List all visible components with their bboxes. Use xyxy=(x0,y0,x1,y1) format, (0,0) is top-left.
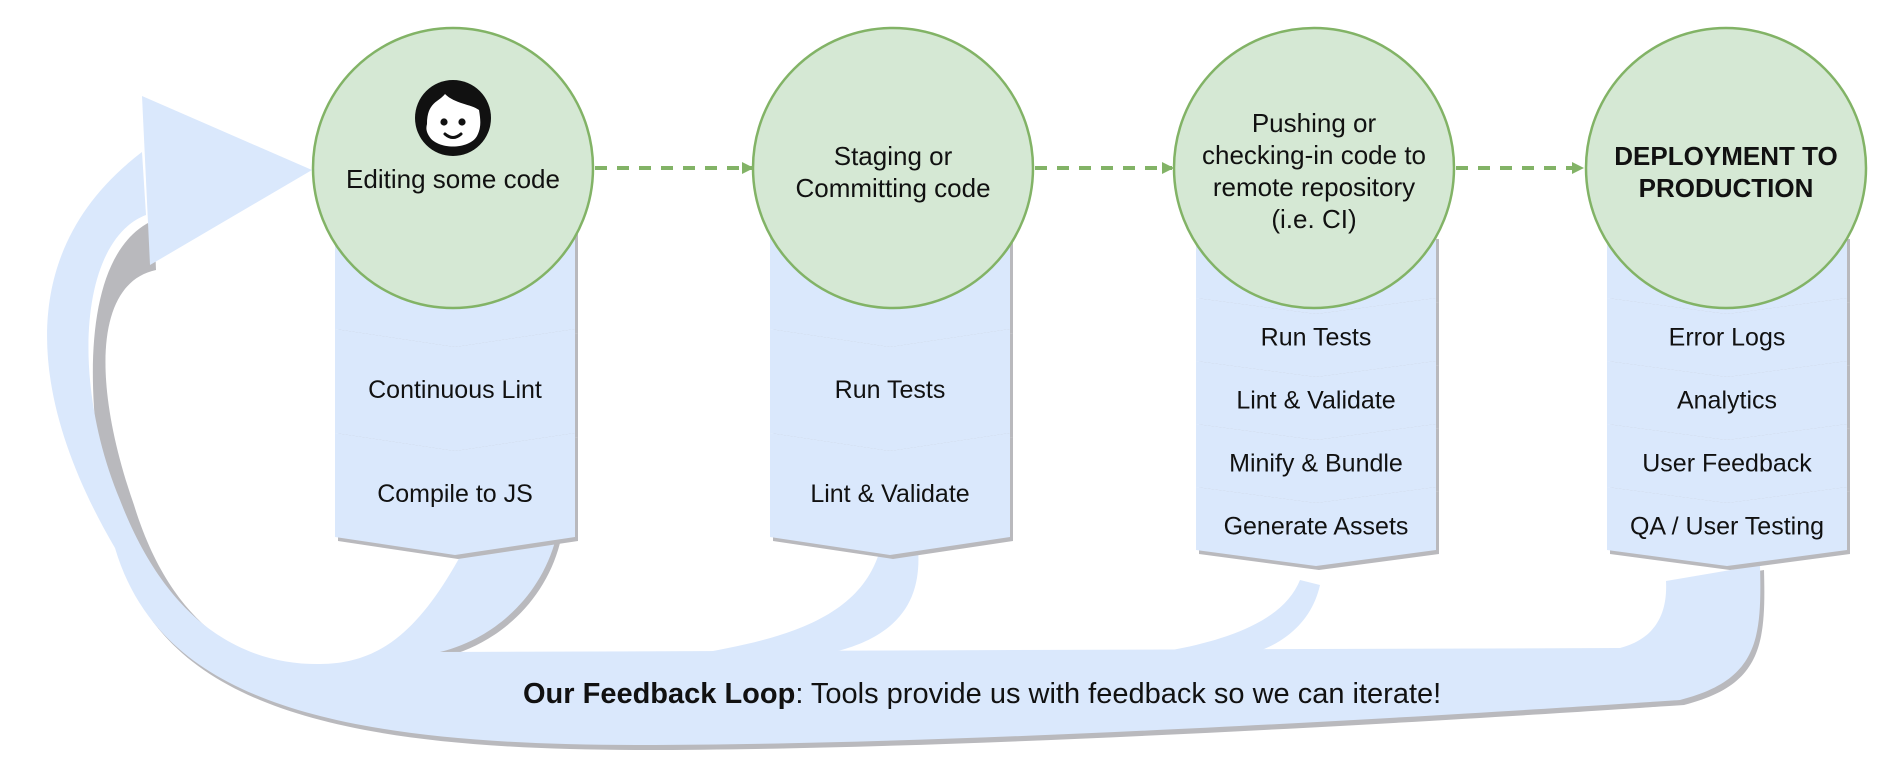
stage-circle-2 xyxy=(751,26,1035,310)
step-label-2-1: Run Tests xyxy=(835,376,946,404)
footer-bold: Our Feedback Loop xyxy=(523,678,795,710)
step-label-4-4: QA / User Testing xyxy=(1630,513,1824,541)
stack-segment xyxy=(770,329,1010,451)
stage-title-line: PRODUCTION xyxy=(1639,173,1814,203)
stack-segment xyxy=(1196,424,1436,503)
step-label-3-4: Generate Assets xyxy=(1224,513,1409,541)
loop-band xyxy=(47,152,1761,745)
stack-segment xyxy=(335,329,575,451)
face-icon xyxy=(415,80,491,156)
loop-tail-stage-3 xyxy=(1100,580,1320,660)
stage-title-line: DEPLOYMENT TO xyxy=(1614,141,1837,171)
footer-rest: : Tools provide us with feedback so we c… xyxy=(795,678,1441,710)
step-label-3-2: Lint & Validate xyxy=(1236,387,1395,415)
stage-title-line: Committing code xyxy=(795,173,990,203)
stack-segment xyxy=(1196,487,1436,566)
step-label-1-2: Compile to JS xyxy=(377,480,533,508)
stage-title-line: remote repository xyxy=(1213,172,1415,202)
stage-title-1: Editing some code xyxy=(346,164,560,194)
stack-segment xyxy=(1607,424,1847,503)
stack-segment xyxy=(1607,361,1847,440)
stage-circle-1 xyxy=(311,26,595,310)
stage-title-line: Editing some code xyxy=(346,164,560,194)
stage-title-line: (i.e. CI) xyxy=(1271,204,1356,234)
stage-title-line: checking-in code to xyxy=(1202,140,1426,170)
footer-caption: Our Feedback Loop: Tools provide us with… xyxy=(523,678,1441,710)
stack-segment xyxy=(1607,487,1847,566)
stack-segment xyxy=(335,433,575,555)
feedback-loop-band xyxy=(47,96,1765,750)
step-label-3-1: Run Tests xyxy=(1261,324,1372,352)
stack-segment xyxy=(1607,298,1847,377)
stack-segment xyxy=(770,433,1010,555)
stage-circle-4 xyxy=(1584,26,1868,310)
loop-tail-stage-2 xyxy=(690,548,919,655)
step-label-3-3: Minify & Bundle xyxy=(1229,450,1403,478)
step-label-1-1: Continuous Lint xyxy=(368,376,542,404)
stage-title-line: Staging or xyxy=(834,141,953,171)
loop-band-shadow xyxy=(92,220,1765,750)
step-label-4-3: User Feedback xyxy=(1642,450,1812,478)
step-label-4-1: Error Logs xyxy=(1669,324,1786,352)
step-label-2-2: Lint & Validate xyxy=(810,480,969,508)
stack-segment xyxy=(1196,298,1436,377)
step-label-4-2: Analytics xyxy=(1677,387,1777,415)
stage-circle-3 xyxy=(1172,26,1456,310)
stage-title-line: Pushing or xyxy=(1252,108,1377,138)
stack-segment xyxy=(1196,361,1436,440)
loop-arrowhead xyxy=(142,96,312,265)
